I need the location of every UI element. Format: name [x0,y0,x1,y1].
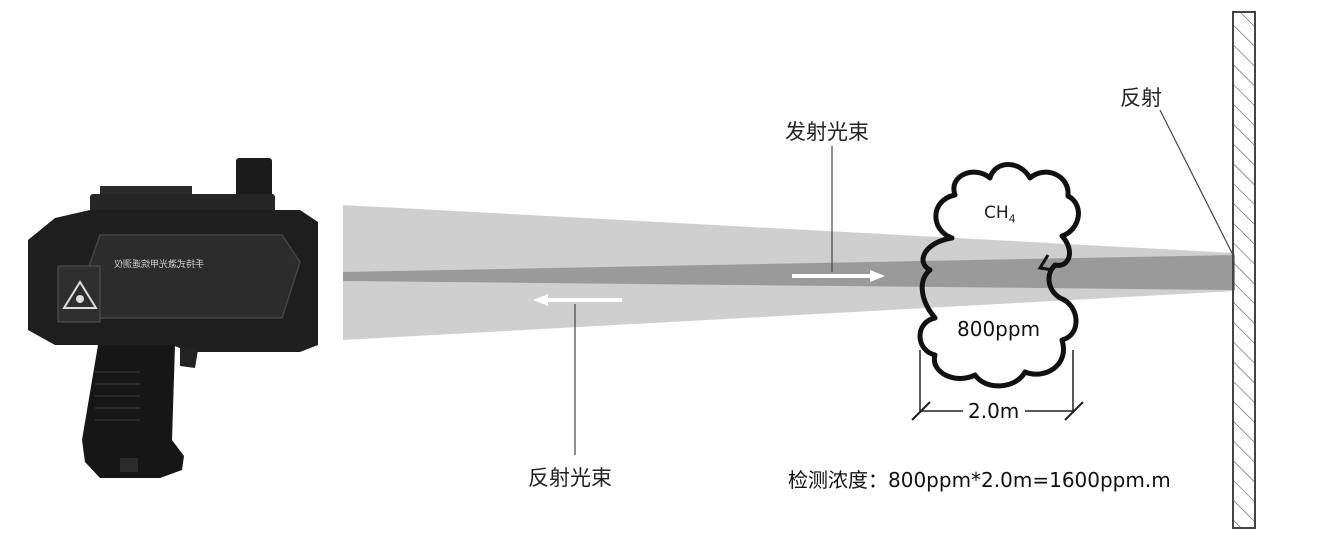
label-reflected-beam: 反射光束 [528,466,612,490]
leader-reflection [1159,109,1234,256]
dimension-tick-left [911,401,931,421]
gas-subscript: 4 [1008,212,1016,226]
label-reflection: 反射 [1120,86,1162,110]
gas-cloud [917,162,1081,389]
reflecting-wall [1232,11,1256,529]
reflected-arrowhead [533,294,548,306]
dimension-tick-right [1064,401,1084,421]
label-concentration: 800ppm [957,317,1041,341]
gas-cloud-gap [1037,254,1054,272]
laser-detector-device [28,158,318,478]
label-distance: 2.0m [968,399,1020,423]
gas-formula: CH [984,203,1009,223]
emitted-arrowhead [870,270,885,282]
label-formula: 检测浓度：800ppm*2.0m=1600ppm.m [788,468,1171,492]
emitted-beam [343,255,1235,290]
label-emitted-beam: 发射光束 [785,120,869,144]
label-gas: CH4 [984,203,1016,225]
device-title: 手持式激光甲烷遥测仪 [114,260,205,270]
